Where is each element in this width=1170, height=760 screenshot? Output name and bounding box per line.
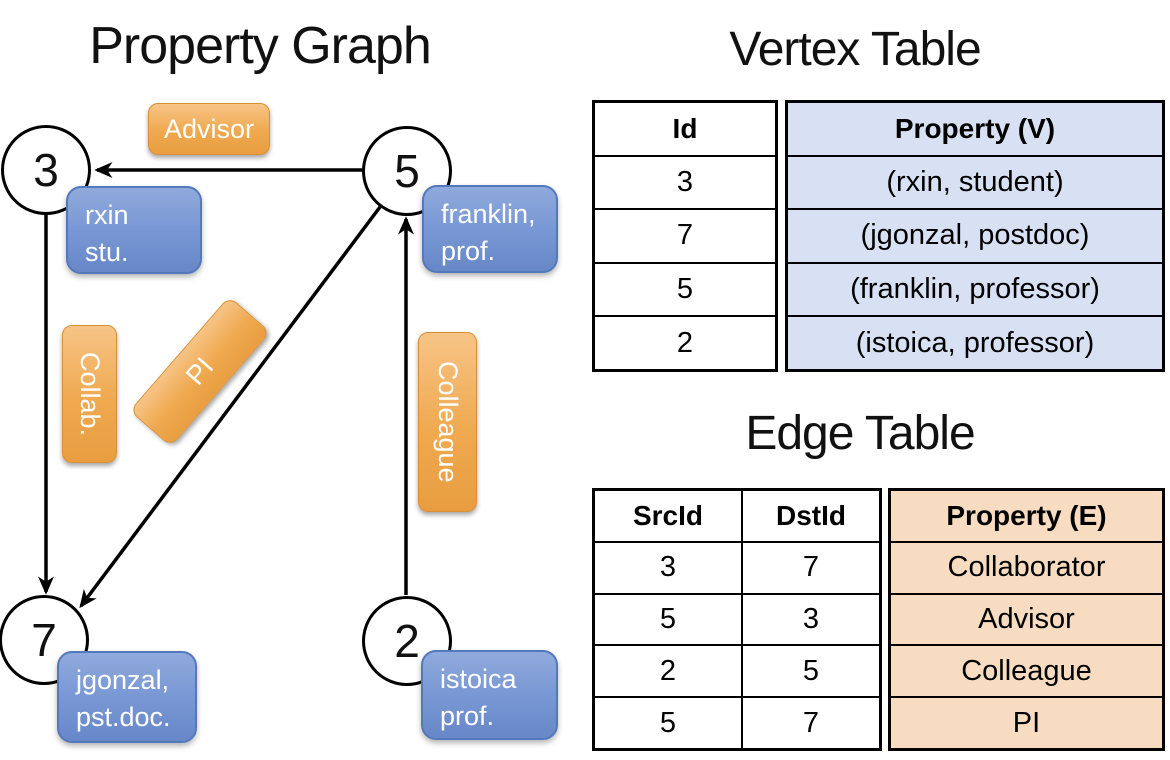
edge-property-cell: PI	[891, 696, 1162, 748]
node-circle-2: 2	[362, 596, 452, 686]
card-line: rxin	[85, 200, 129, 230]
edge-label-collab: Collab.	[62, 325, 117, 463]
vertex-property-cell: (istoica, professor)	[788, 315, 1162, 369]
vertex-property-cell: (rxin, student)	[788, 154, 1162, 209]
edge-label-colleague: Colleague	[418, 332, 477, 512]
graph-edges-svg	[37, 161, 415, 609]
card-line: jgonzal,	[76, 665, 170, 695]
srcid-cell: 3	[595, 542, 743, 593]
card-line: prof.	[441, 235, 496, 266]
vertex-table-property-column: Property (V) (rxin, student) (jgonzal, p…	[785, 100, 1165, 372]
srcid-cell: 2	[595, 646, 743, 697]
edge-label-text: Advisor	[163, 113, 255, 144]
node-id-label: 2	[394, 615, 420, 667]
edge-table-row: 5 7	[595, 696, 879, 748]
edge-table-id-columns: SrcId DstId 3 7 5 3 2 5 5 7	[592, 488, 882, 751]
dstid-header: DstId	[776, 499, 846, 531]
vertex-table-title: Vertex Table	[729, 23, 981, 76]
dstid-cell: 3	[802, 602, 820, 635]
edge-table-row: 2 5	[595, 644, 879, 697]
vertex-property-header: Property (V)	[894, 112, 1056, 144]
dstid-cell: 7	[802, 551, 820, 584]
edge-label-text: Colleague	[433, 361, 463, 483]
node-id-label: 7	[31, 614, 57, 666]
vertex-id-cell: 5	[595, 261, 775, 316]
property-graph-title: Property Graph	[89, 17, 432, 75]
srcid-header: SrcId	[595, 491, 743, 541]
vertex-property-card-istoica: istoica prof.	[421, 650, 558, 740]
card-line: stu.	[85, 236, 129, 267]
vertex-property-cell: (franklin, professor)	[788, 261, 1162, 316]
vertex-table-id-column: Id 3 7 5 2	[592, 100, 778, 372]
edge-property-cell: Colleague	[891, 644, 1162, 696]
vertex-id-cell: 2	[595, 315, 775, 369]
card-line: pst.doc.	[76, 701, 171, 732]
edge-property-cell: Collaborator	[891, 540, 1162, 593]
vertex-property-card-jgonzal: jgonzal, pst.doc.	[57, 651, 197, 743]
edge-property-cell: Advisor	[891, 592, 1162, 645]
edge-label-text: Collab.	[75, 351, 105, 437]
node-circle-5: 5	[362, 126, 452, 216]
edge-table-header-row: SrcId DstId	[595, 491, 879, 541]
node-id-label: 3	[33, 144, 59, 196]
vertex-property-cell: (jgonzal, postdoc)	[788, 208, 1162, 262]
vertex-id-cell: 3	[595, 154, 775, 209]
vertex-id-header: Id	[672, 112, 698, 144]
card-line: franklin,	[441, 199, 536, 229]
card-line: istoica	[440, 664, 517, 694]
srcid-cell: 5	[595, 698, 743, 748]
dstid-cell: 7	[802, 706, 820, 739]
edge-label-advisor: Advisor	[148, 103, 270, 155]
edge-label-text: PI	[179, 351, 220, 391]
dstid-cell: 5	[802, 654, 820, 687]
vertex-id-cell: 7	[595, 208, 775, 262]
edge-table-row: 3 7	[595, 540, 879, 593]
card-line: prof.	[440, 700, 495, 731]
edge-table-title: Edge Table	[745, 407, 975, 460]
vertex-property-card-rxin: rxin stu.	[66, 186, 202, 274]
edge-table-row: 5 3	[595, 592, 879, 645]
srcid-cell: 5	[595, 594, 743, 645]
vertex-property-card-franklin: franklin, prof.	[422, 185, 558, 273]
edge-pi-5-to-7	[79, 205, 382, 609]
edge-table-property-column: Property (E) Collaborator Advisor Collea…	[888, 488, 1165, 751]
edge-property-header: Property (E)	[946, 499, 1107, 531]
node-id-label: 5	[394, 145, 420, 197]
